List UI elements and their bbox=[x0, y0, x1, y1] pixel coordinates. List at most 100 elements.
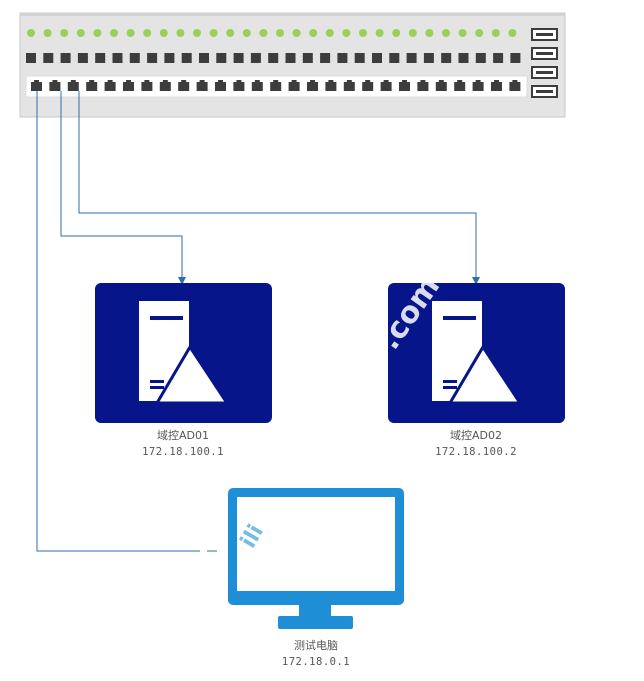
ethernet-port bbox=[104, 80, 116, 91]
status-led bbox=[226, 29, 235, 37]
ethernet-port bbox=[380, 80, 392, 91]
status-led bbox=[392, 29, 401, 37]
ethernet-port bbox=[472, 80, 484, 91]
switch-port bbox=[337, 53, 348, 63]
switch-port bbox=[129, 53, 140, 63]
status-led bbox=[259, 29, 268, 37]
ethernet-port bbox=[491, 80, 502, 91]
ethernet-port bbox=[417, 80, 429, 91]
status-led bbox=[442, 29, 450, 37]
switch-port bbox=[43, 53, 54, 63]
status-led bbox=[159, 29, 168, 37]
ethernet-port bbox=[178, 80, 190, 91]
status-led bbox=[27, 29, 35, 37]
status-led bbox=[309, 29, 318, 37]
ethernet-port bbox=[399, 80, 410, 91]
ethernet-port bbox=[362, 80, 374, 91]
status-led bbox=[292, 29, 301, 37]
switch-port bbox=[510, 53, 521, 63]
link-pc bbox=[36, 91, 200, 552]
status-led bbox=[475, 29, 484, 37]
ethernet-port bbox=[435, 80, 447, 91]
switch-port bbox=[389, 53, 400, 63]
ethernet-port bbox=[307, 80, 318, 91]
ethernet-port bbox=[31, 80, 42, 91]
status-led bbox=[408, 29, 417, 37]
ethernet-port bbox=[233, 80, 245, 91]
status-led bbox=[60, 29, 69, 37]
connection-lines bbox=[36, 91, 480, 552]
ethernet-port bbox=[49, 80, 61, 91]
switch-port bbox=[95, 53, 106, 63]
status-led bbox=[342, 29, 351, 37]
ethernet-port bbox=[159, 80, 171, 91]
status-led bbox=[93, 29, 102, 37]
switch-port bbox=[199, 53, 209, 63]
ethernet-port bbox=[141, 80, 153, 91]
node-name: 域控AD01 bbox=[157, 429, 209, 442]
switch-port bbox=[268, 53, 279, 63]
switch-port bbox=[320, 53, 331, 63]
status-led bbox=[359, 29, 367, 37]
switch-port bbox=[147, 53, 158, 63]
node-ip: 172.18.100.2 bbox=[435, 446, 517, 458]
switch-port bbox=[250, 53, 261, 63]
status-led bbox=[43, 29, 52, 37]
switch-port bbox=[354, 53, 365, 63]
switch-port bbox=[458, 53, 469, 63]
switch-led-row bbox=[27, 29, 517, 37]
ethernet-port bbox=[288, 80, 300, 91]
status-led bbox=[508, 29, 517, 37]
switch-port bbox=[112, 53, 123, 63]
link-ad02 bbox=[78, 91, 480, 285]
status-led bbox=[126, 29, 135, 37]
server-icon bbox=[388, 283, 565, 423]
status-led bbox=[193, 29, 201, 37]
switch-port bbox=[26, 53, 36, 63]
switch-port bbox=[423, 53, 434, 63]
link-ad01 bbox=[60, 91, 186, 285]
ethernet-port bbox=[454, 80, 466, 91]
node-name: 测试电脑 bbox=[294, 639, 338, 652]
switch-port bbox=[216, 53, 227, 63]
switch-port bbox=[475, 53, 486, 63]
ethernet-port bbox=[123, 80, 134, 91]
switch-port bbox=[372, 53, 382, 63]
ethernet-port bbox=[270, 80, 282, 91]
switch-port bbox=[164, 53, 175, 63]
status-led bbox=[209, 29, 218, 37]
node-label-ad01: 域控AD01 172.18.100.1 bbox=[113, 428, 253, 460]
status-led bbox=[276, 29, 284, 37]
status-led bbox=[458, 29, 467, 37]
switch-port bbox=[60, 53, 71, 63]
status-led bbox=[425, 29, 434, 37]
ethernet-port bbox=[215, 80, 226, 91]
status-led bbox=[375, 29, 384, 37]
switch-port bbox=[77, 53, 88, 63]
switch-port bbox=[493, 53, 504, 63]
status-led bbox=[76, 29, 85, 37]
node-label-pc: 测试电脑 172.18.0.1 bbox=[246, 638, 386, 670]
switch-port bbox=[285, 53, 296, 63]
switch-port bbox=[406, 53, 417, 63]
status-led bbox=[143, 29, 152, 37]
status-led bbox=[176, 29, 185, 37]
network-switch bbox=[19, 12, 566, 118]
node-ip: 172.18.100.1 bbox=[142, 446, 224, 458]
status-led bbox=[110, 29, 118, 37]
ethernet-port bbox=[251, 80, 263, 91]
switch-upper-port-row bbox=[26, 53, 521, 63]
node-ip: 172.18.0.1 bbox=[281, 656, 351, 668]
ethernet-port bbox=[86, 80, 98, 91]
monitor-icon bbox=[228, 488, 404, 629]
server-icon bbox=[95, 283, 272, 423]
status-led bbox=[325, 29, 334, 37]
status-led bbox=[491, 29, 500, 37]
switch-port bbox=[233, 53, 244, 63]
switch-port bbox=[441, 53, 452, 63]
switch-lower-port-row bbox=[31, 80, 521, 91]
node-label-ad02: 域控AD02 172.18.100.2 bbox=[406, 428, 546, 460]
ethernet-port bbox=[509, 80, 521, 91]
status-led bbox=[242, 29, 251, 37]
